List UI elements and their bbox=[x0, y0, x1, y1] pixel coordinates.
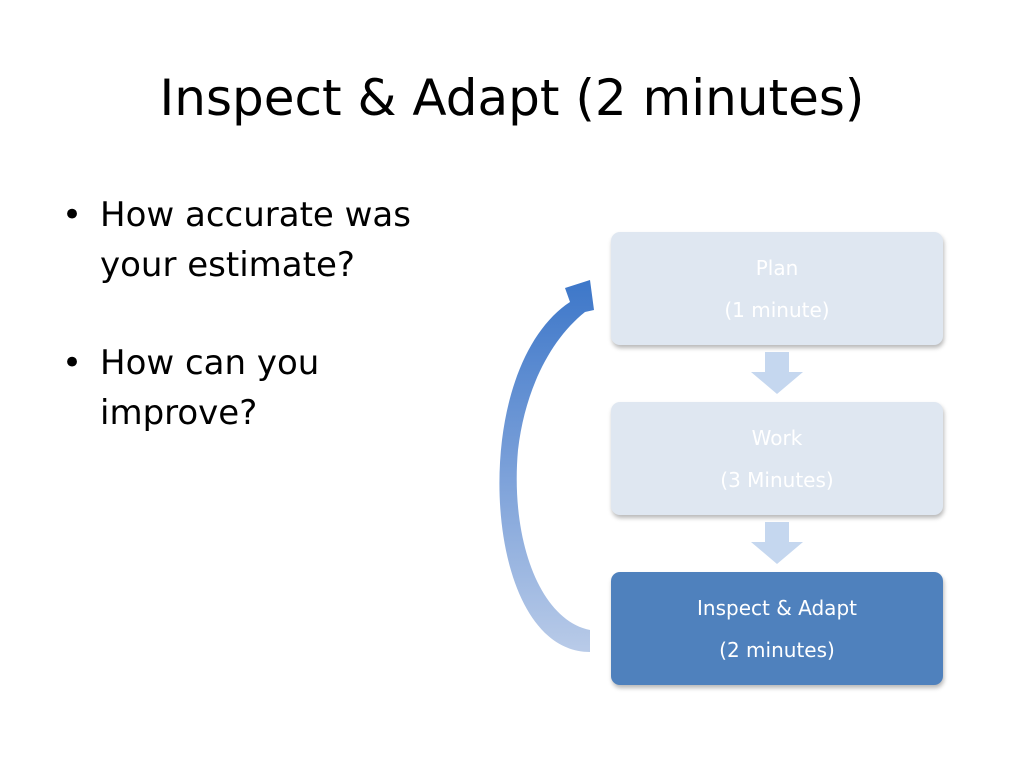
down-arrow-icon bbox=[751, 522, 803, 564]
bullet-text: How can you improve? bbox=[100, 343, 320, 433]
bullet-marker: • bbox=[62, 195, 83, 235]
step-duration: (3 Minutes) bbox=[720, 467, 834, 492]
step-duration: (2 minutes) bbox=[719, 637, 835, 662]
bullet-marker: • bbox=[62, 343, 83, 383]
slide-title: Inspect & Adapt (2 minutes) bbox=[159, 69, 865, 127]
bullet-text: How accurate was your estimate? bbox=[100, 195, 411, 285]
bullet-list: • How accurate was your estimate? • How … bbox=[60, 190, 480, 486]
step-box-inspect-adapt: Inspect & Adapt (2 minutes) bbox=[611, 572, 943, 685]
bullet-item: • How accurate was your estimate? bbox=[60, 190, 480, 290]
step-box-plan: Plan (1 minute) bbox=[611, 232, 943, 345]
down-arrow-icon bbox=[751, 352, 803, 394]
step-box-work: Work (3 Minutes) bbox=[611, 402, 943, 515]
step-name: Work bbox=[751, 425, 803, 450]
step-name: Inspect & Adapt bbox=[697, 595, 857, 620]
step-name: Plan bbox=[755, 255, 799, 280]
curved-arrow-icon bbox=[499, 280, 594, 652]
bullet-item: • How can you improve? bbox=[60, 338, 480, 438]
step-duration: (1 minute) bbox=[724, 297, 830, 322]
